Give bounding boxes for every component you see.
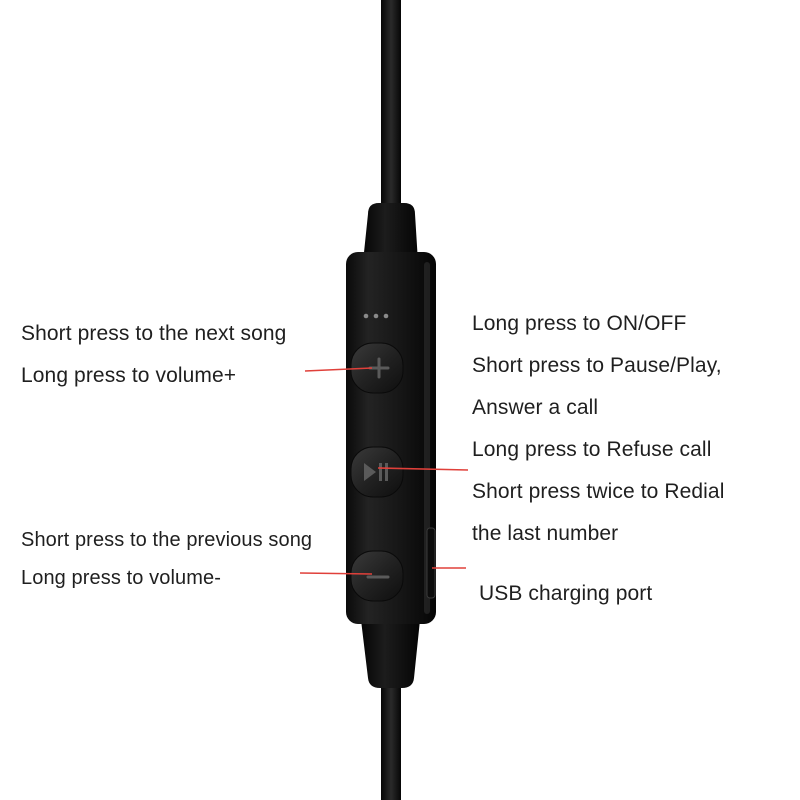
remote-body-edge (424, 262, 430, 614)
label-prev-song-short: Short press to the previous song (21, 529, 313, 551)
play-pause-icon (364, 463, 388, 481)
led-dots-icon (363, 313, 389, 319)
usb-port (426, 527, 436, 599)
label-refuse-long: Long press to Refuse call (472, 438, 712, 461)
leader-lines (299, 367, 469, 575)
minus-button[interactable] (350, 550, 404, 602)
plus-button[interactable] (350, 342, 404, 394)
remote-top-cap (363, 203, 418, 262)
leader-line-plus (304, 367, 373, 372)
remote-bottom-cap (361, 620, 420, 688)
leader-line-minus (299, 572, 373, 575)
label-redial-short: Short press twice to Redial (472, 480, 725, 503)
label-next-song-long: Long press to volume+ (21, 364, 237, 387)
leader-line-play (377, 467, 469, 471)
label-answer-call: Answer a call (472, 396, 599, 419)
cable-bottom (381, 680, 401, 800)
label-power-long: Long press to ON/OFF (472, 312, 687, 335)
play-pause-button[interactable] (350, 446, 404, 498)
label-next-song-short: Short press to the next song (21, 322, 287, 345)
label-usb-port: USB charging port (479, 582, 653, 605)
cable-top (381, 0, 401, 210)
label-prev-song-long: Long press to volume- (21, 567, 221, 589)
label-play-short: Short press to Pause/Play, (472, 354, 722, 377)
label-redial-last: the last number (472, 522, 619, 545)
plus-icon (368, 357, 390, 379)
